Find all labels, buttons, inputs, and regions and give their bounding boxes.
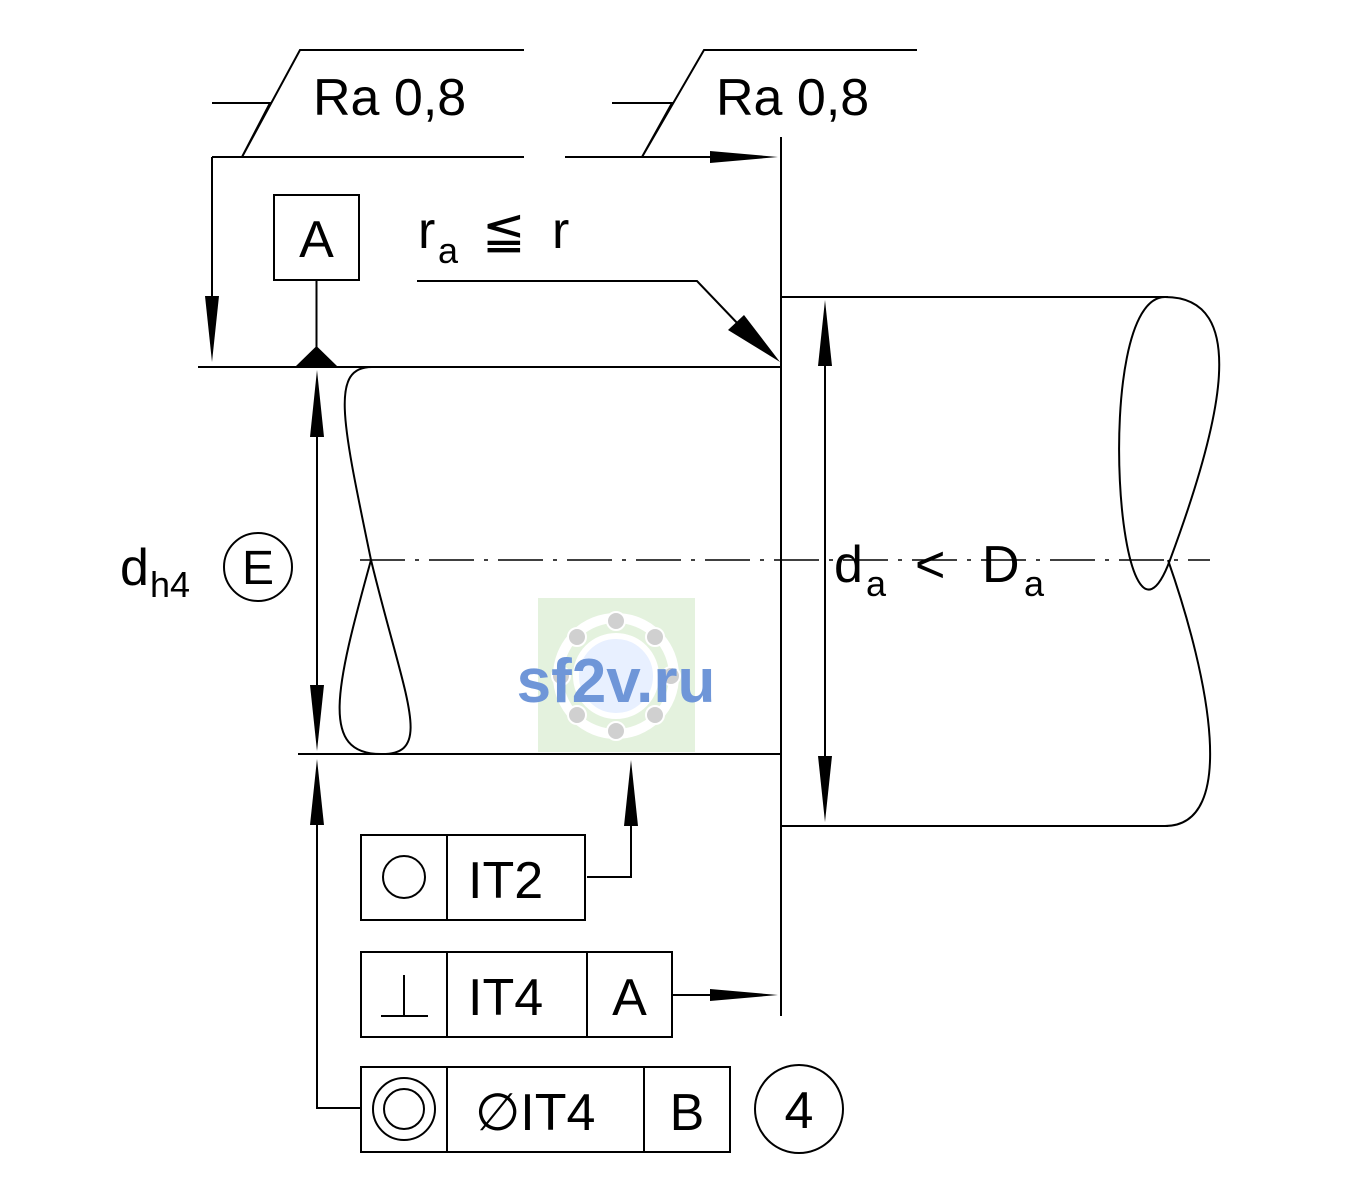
arrowhead-down-da [818,756,832,822]
surface-finish-symbol-2: Ra 0,8 [612,49,917,158]
roundness-value: IT2 [468,852,543,910]
surface-finish-label-1: Ra 0,8 [313,69,466,127]
bearing-logo-icon [551,611,681,741]
note-number: 4 [785,1082,814,1140]
arrowhead-up-concentricity [310,759,324,825]
shaft-outline [198,366,780,756]
envelope-circle [223,532,293,602]
datum-a-feature: A [273,194,360,366]
note-circle [754,1064,844,1154]
radius-rhs: r [552,202,569,260]
shaft-diameter-sub: h4 [150,564,190,605]
perpendicularity-icon [381,975,428,1017]
arrowhead-down-dim [310,685,324,751]
radius-sub: a [438,230,459,271]
arrowhead-right-perp [710,989,778,1001]
envelope-letter: E [242,542,274,595]
shoulder-diameter-dimension: d a < D a [818,300,1045,822]
arrowhead-down-left [205,296,219,362]
surface-finish-leaders [205,151,778,362]
concentricity-value: ∅IT4 [475,1084,595,1142]
arrowhead-up-roundness [624,760,638,826]
datum-a-label: A [299,211,334,269]
shaft-diameter-d: d [120,539,149,597]
surface-finish-symbol-1: Ra 0,8 [212,49,524,158]
perpendicularity-value: IT4 [468,969,543,1027]
watermark: sf2v.ru [517,598,716,752]
surface-finish-label-2: Ra 0,8 [716,69,869,127]
Da-D: D [982,536,1020,594]
concentricity-icon [372,1077,436,1141]
tolerance-frame-roundness: IT2 [360,760,638,921]
radius-r: r [418,202,435,260]
da-sub: a [866,563,887,604]
perpendicularity-datum: A [612,969,647,1027]
shaft-diameter-dimension: d h4 E [120,370,324,751]
arrowhead-right-top [710,151,778,163]
tolerance-frame-concentricity: ∅IT4 B 4 [310,759,844,1154]
shoulder-outline [781,296,1221,827]
da-symbol: < [915,536,945,594]
tolerance-frame-perpendicularity: IT4 A [360,951,778,1038]
radius-symbol: ≦ [482,202,526,260]
arrowhead-up-dim [310,370,324,437]
arrowhead-radius [728,315,780,362]
datum-triangle [296,346,337,366]
da-d: d [834,536,863,594]
concentricity-datum: B [670,1084,705,1142]
Da-sub: a [1024,563,1045,604]
arrowhead-up-da [818,300,832,366]
roundness-icon [382,855,426,899]
radius-note: r a ≦ r [417,202,780,362]
watermark-text: sf2v.ru [517,647,716,716]
